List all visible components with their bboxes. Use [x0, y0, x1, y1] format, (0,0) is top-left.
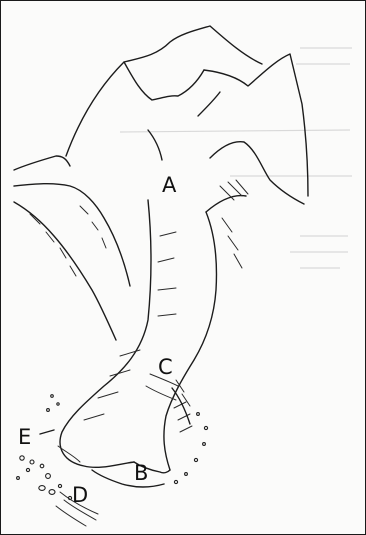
label-e: E	[18, 425, 31, 449]
label-c: C	[158, 355, 173, 379]
label-e-pointer	[40, 430, 54, 434]
mountain-outline	[66, 26, 308, 204]
left-valley-wall	[14, 156, 130, 340]
right-valley-wall	[172, 180, 248, 424]
glacier-tongue	[60, 200, 216, 487]
label-a: A	[162, 173, 177, 197]
label-b: B	[134, 461, 148, 485]
moraine-debris	[17, 395, 208, 500]
label-d: D	[72, 483, 88, 507]
bleed-through-marks	[120, 48, 352, 268]
